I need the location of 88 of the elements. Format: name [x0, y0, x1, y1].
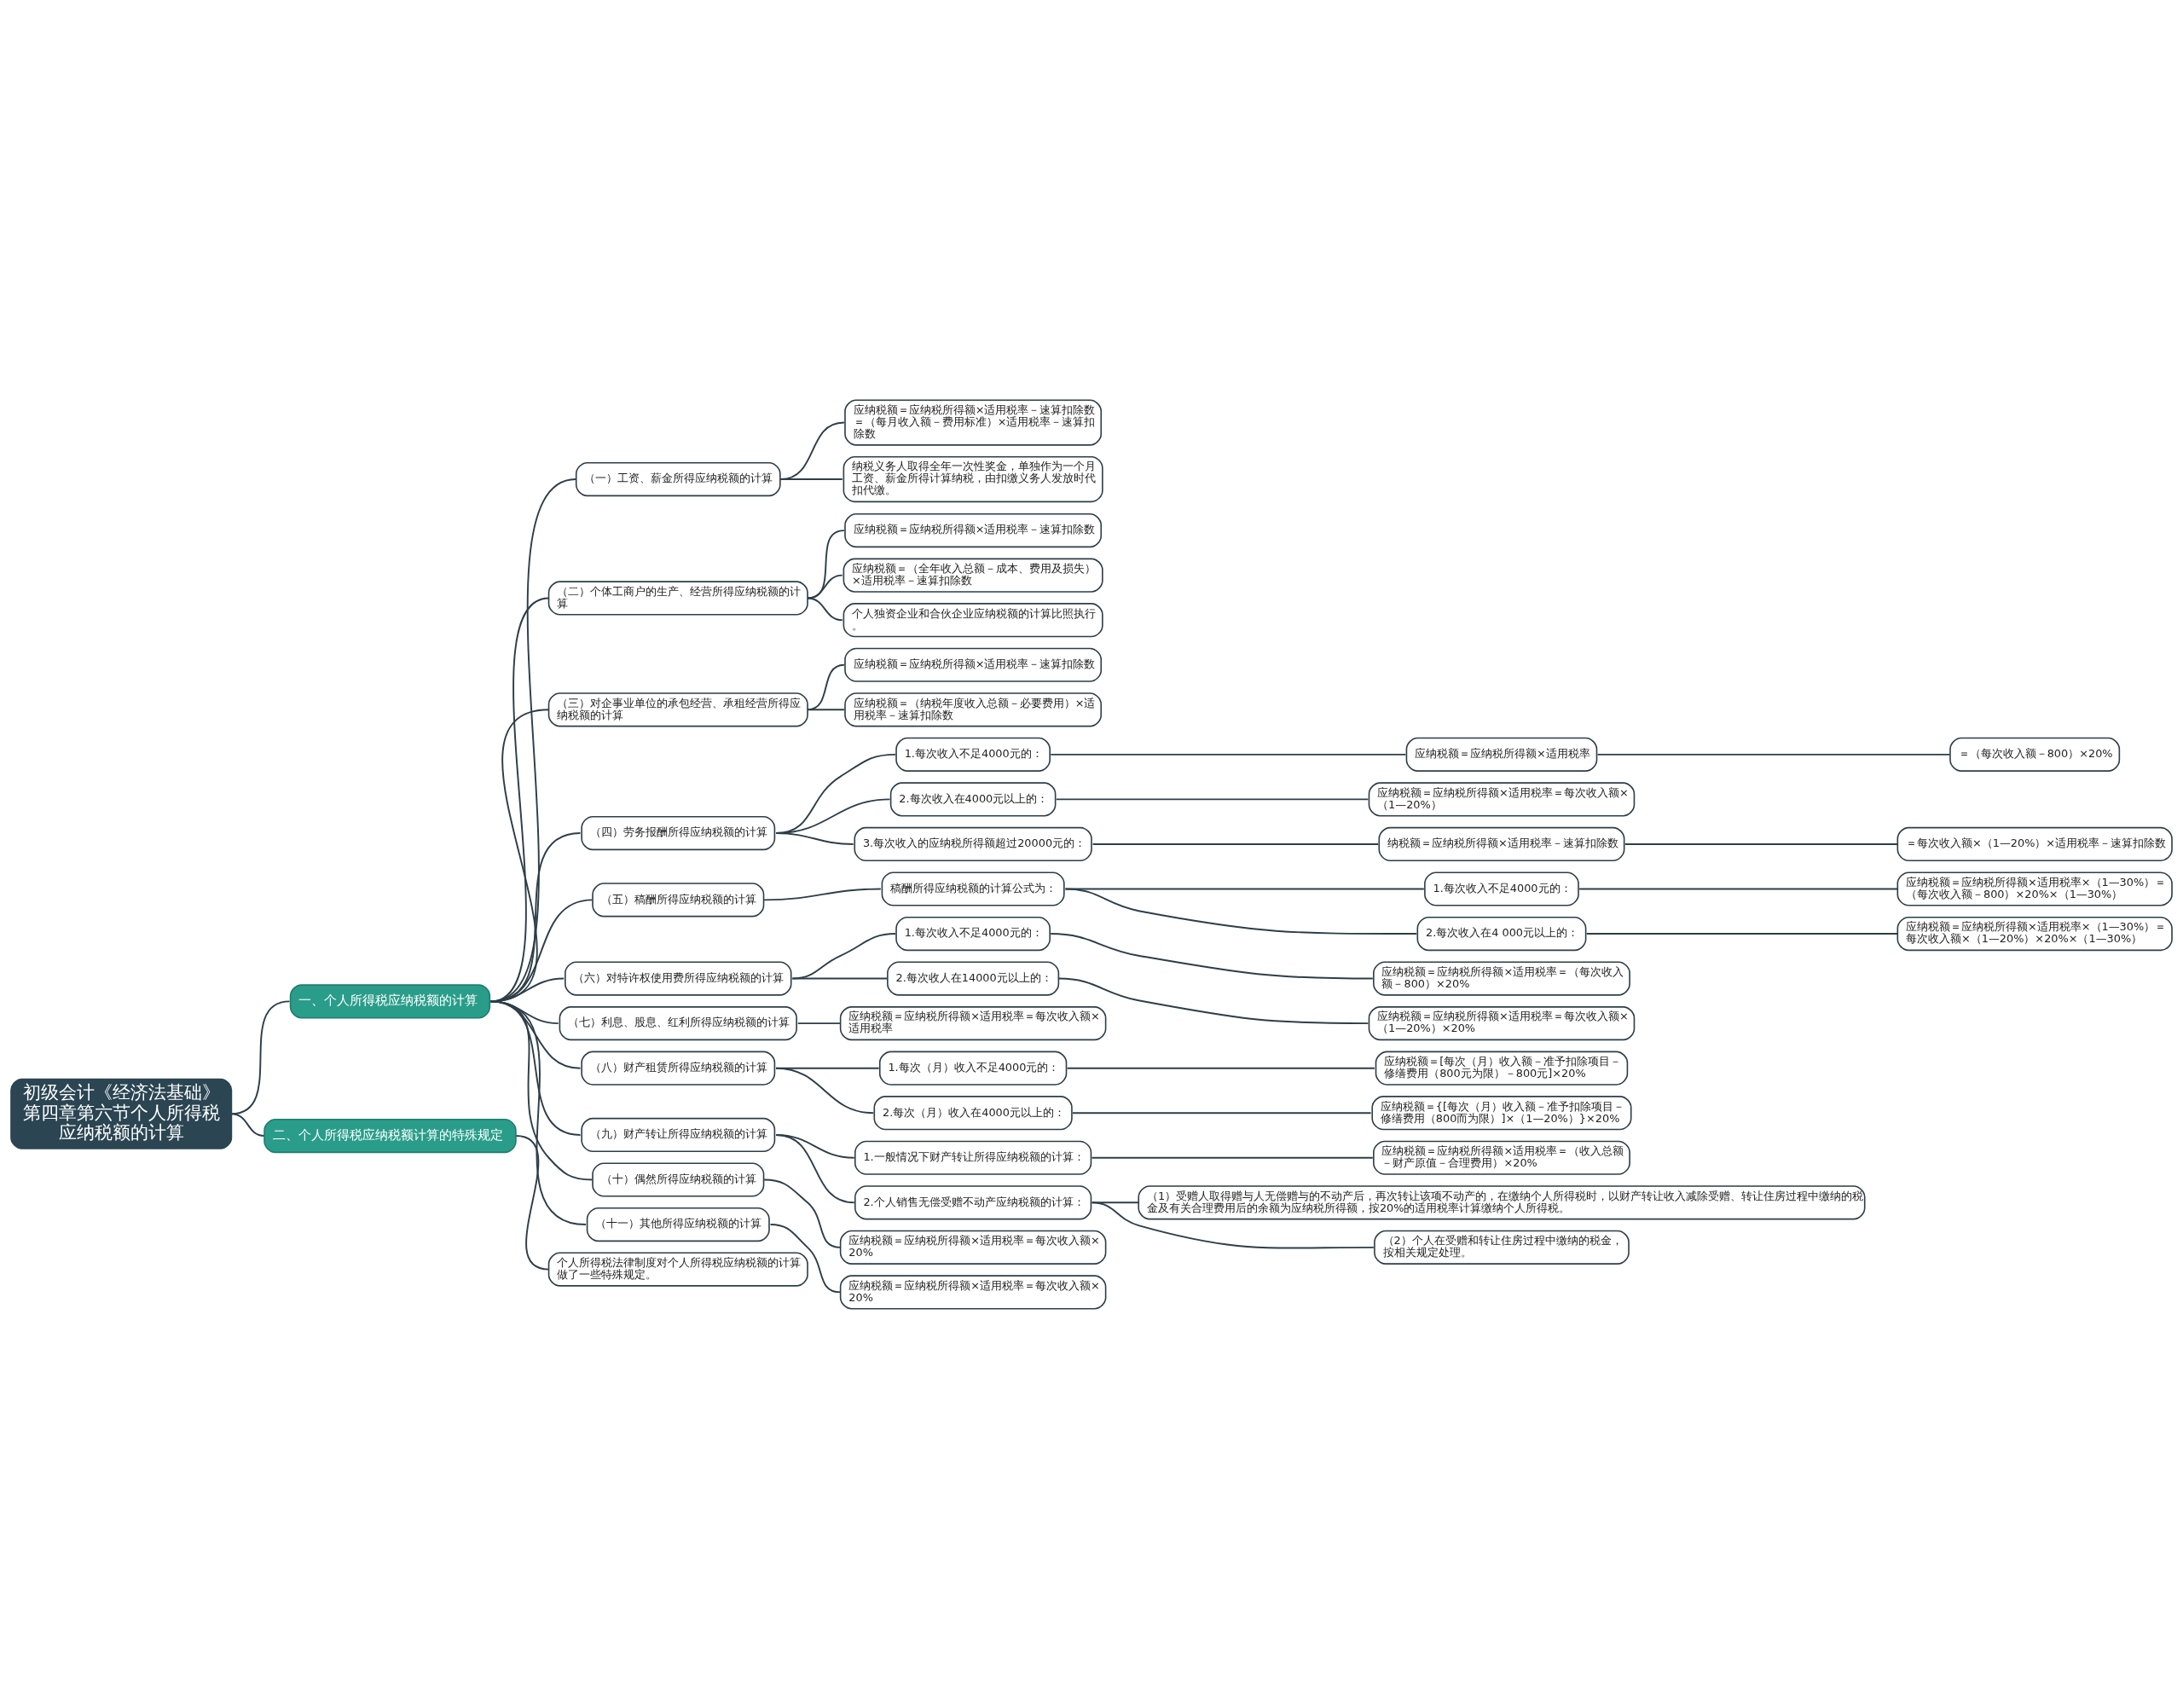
node-box: 应纳税额＝[每次（月）收入额－准予扣除项目－修缮费用（800元为限）－800元]×20%	[1375, 1051, 1629, 1086]
node-box: 1.每次收入不足4000元的：	[895, 737, 1051, 772]
connector	[489, 999, 594, 1180]
node-box: 应纳税额＝应纳税所得额×适用税率＝每次收入额×（1—20%）×20%	[1368, 1005, 1636, 1040]
node-box: （2）个人在受赠和转让住房过程中缴纳的税金，按相关规定处理。	[1374, 1230, 1630, 1265]
connector	[1072, 1111, 1372, 1114]
connector	[230, 1112, 265, 1137]
connector	[514, 1134, 550, 1271]
node-box: （1）受赠人取得赠与人无偿赠与的不动产后，再次转让该项不动产的，在缴纳个人所得税时，以财产转让收入减除受赠、转让住房过程中缴纳的税金及有关合理费用后的余额为应纳税所得额，按20%的适用税率计算缴纳个人所得税。	[1138, 1184, 1866, 1219]
node-box: 应纳税额＝应纳税所得额×适用税率－速算扣除数	[844, 512, 1103, 547]
node-box: （十一）其他所得应纳税额的计算	[586, 1207, 770, 1242]
node-box: 1.一般情况下财产转让所得应纳税额的计算：	[854, 1140, 1092, 1175]
node-box: 2.每次收入在4 000元以上的：	[1416, 916, 1587, 951]
connector	[489, 999, 587, 1225]
node-box: （九）财产转让所得应纳税额的计算	[581, 1117, 776, 1152]
node-box: 应纳税额＝（全年收入总额－成本、费用及损失）×适用税率－速算扣除数	[843, 558, 1103, 593]
node-box: 应纳税额＝（纳税年度收入总额－必要费用）×适用税率－速算扣除数	[844, 692, 1103, 727]
connector	[1050, 932, 1374, 980]
connector	[1055, 797, 1369, 800]
connector	[1585, 932, 1899, 935]
connector	[775, 1067, 875, 1114]
connector	[807, 708, 845, 710]
connector	[807, 574, 843, 599]
connector	[807, 597, 843, 621]
node-box: 1.每次（月）收入不足4000元的：	[878, 1051, 1068, 1086]
node-box: 个人所得税法律制度对个人所得税应纳税额的计算做了一些特殊规定。	[547, 1252, 808, 1287]
connector	[489, 999, 582, 1069]
connector	[807, 663, 845, 710]
connector	[779, 478, 843, 480]
connector	[1050, 753, 1407, 756]
node-box: 应纳税额＝应纳税所得额×适用税率＝每次收入额×20%	[839, 1274, 1107, 1309]
node-box: 应纳税额＝应纳税所得额×适用税率－速算扣除数	[844, 647, 1103, 682]
node-box: （六）对特许权使用费所得应纳税额的计算	[565, 960, 792, 996]
connector	[1064, 888, 1418, 935]
connector	[769, 1223, 842, 1293]
connector	[1578, 888, 1899, 889]
connector	[775, 831, 854, 845]
node-box: （八）财产租赁所得应纳税额的计算	[581, 1051, 776, 1086]
connector	[807, 529, 845, 599]
node-box: 一、个人所得税应纳税额的计算	[289, 983, 491, 1018]
node-box: 应纳税额＝{[每次（月）收入额－准予扣除项目－修缮费用（800而为限）]×（1—20%）}×20%	[1371, 1095, 1632, 1130]
connector	[791, 977, 889, 980]
node-box: 1.每次收入不足4000元的：	[895, 916, 1051, 951]
connector	[779, 421, 845, 480]
connector	[763, 1178, 842, 1248]
connector	[1624, 842, 1899, 845]
node-box: 纳税义务人取得全年一次性奖金，单独作为一个月工资、薪金所得计算纳税，由扣缴义务人发放时代扣代缴。	[843, 455, 1103, 502]
node-box: 稿酬所得应纳税额的计算公式为：	[881, 871, 1065, 906]
node-box: ＝每次收入额×（1—20%）×适用税率－速算扣除数	[1896, 826, 2173, 861]
node-box: 应纳税额＝应纳税所得额×适用税率－速算扣除数＝（每月收入额－费用标准）×适用税率－速算扣除数	[844, 399, 1103, 446]
node-box: 2.每次（月）收入在4000元以上的：	[873, 1095, 1073, 1130]
node-box: 初级会计《经济法基础》第四章第六节个人所得税应纳税额的计算	[10, 1078, 233, 1149]
connector	[796, 1022, 842, 1024]
node-box: （一）工资、薪金所得应纳税额的计算	[575, 461, 781, 496]
connector	[1091, 1201, 1375, 1249]
node-box: 二、个人所得税应纳税额计算的特殊规定	[263, 1118, 517, 1153]
connector	[489, 999, 582, 1136]
node-box: （三）对企事业单位的承包经营、承租经营所得应纳税额的计算	[547, 692, 808, 727]
node-box: （十）偶然所得应纳税额的计算	[592, 1161, 765, 1197]
node-box: 3.每次收入的应纳税所得额超过20000元的：	[854, 826, 1092, 861]
node-box: 应纳税额＝应纳税所得额×适用税率＝每次收入额×适用税率	[839, 1005, 1107, 1040]
node-box: （二）个体工商户的生产、经营所得应纳税额的计算	[547, 580, 808, 616]
connector	[1596, 753, 1951, 756]
node-box: （四）劳务报酬所得应纳税额的计算	[581, 815, 776, 850]
node-box: （七）利息、股息、红利所得应纳税额的计算	[559, 1005, 797, 1040]
node-box: 应纳税额＝应纳税所得额×适用税率＝每次收入额×20%	[839, 1230, 1107, 1265]
node-box: 1.每次收入不足4000元的：	[1424, 871, 1579, 906]
node-box: （五）稿酬所得应纳税额的计算	[592, 882, 765, 917]
node-box: 个人独资企业和合伙企业应纳税额的计算比照执行。	[843, 602, 1103, 637]
connector	[1057, 977, 1369, 1024]
connector	[1092, 842, 1380, 845]
connector	[775, 1133, 855, 1203]
node-box: 应纳税额＝应纳税所得额×适用税率＝（收入总额－财产原值－合理费用）×20%	[1373, 1140, 1630, 1175]
node-box: 应纳税额＝应纳税所得额×适用税率×（1—30%）＝（每次收入额－800）×20%×（1—30%）	[1896, 871, 2173, 906]
node-box: 2.个人销售无偿受赠不动产应纳税额的计算：	[854, 1184, 1092, 1219]
node-box: 应纳税额＝应纳税所得额×适用税率＝每次收入额×（1—20%）	[1368, 781, 1636, 816]
connector	[791, 932, 896, 980]
node-box: ＝（每次收入额－800）×20%	[1949, 737, 2121, 772]
node-box: 2.每次收人在14000元以上的：	[887, 960, 1060, 996]
node-box: 应纳税额＝应纳税所得额×适用税率×（1—30%）＝每次收入额×（1—20%）×20%×（1—30%）	[1896, 916, 2173, 951]
connector	[1091, 1156, 1374, 1159]
node-box: 应纳税额＝应纳税所得额×适用税率＝（每次收入额－800）×20%	[1373, 960, 1630, 996]
connector	[489, 999, 559, 1024]
connector	[763, 888, 882, 900]
connector	[1066, 1067, 1375, 1069]
node-box: 应纳税额＝应纳税所得额×适用税率	[1405, 737, 1598, 772]
node-box: 纳税额＝应纳税所得额×适用税率－速算扣除数	[1378, 826, 1625, 861]
node-box: 2.每次收入在4000元以上的：	[889, 781, 1057, 816]
